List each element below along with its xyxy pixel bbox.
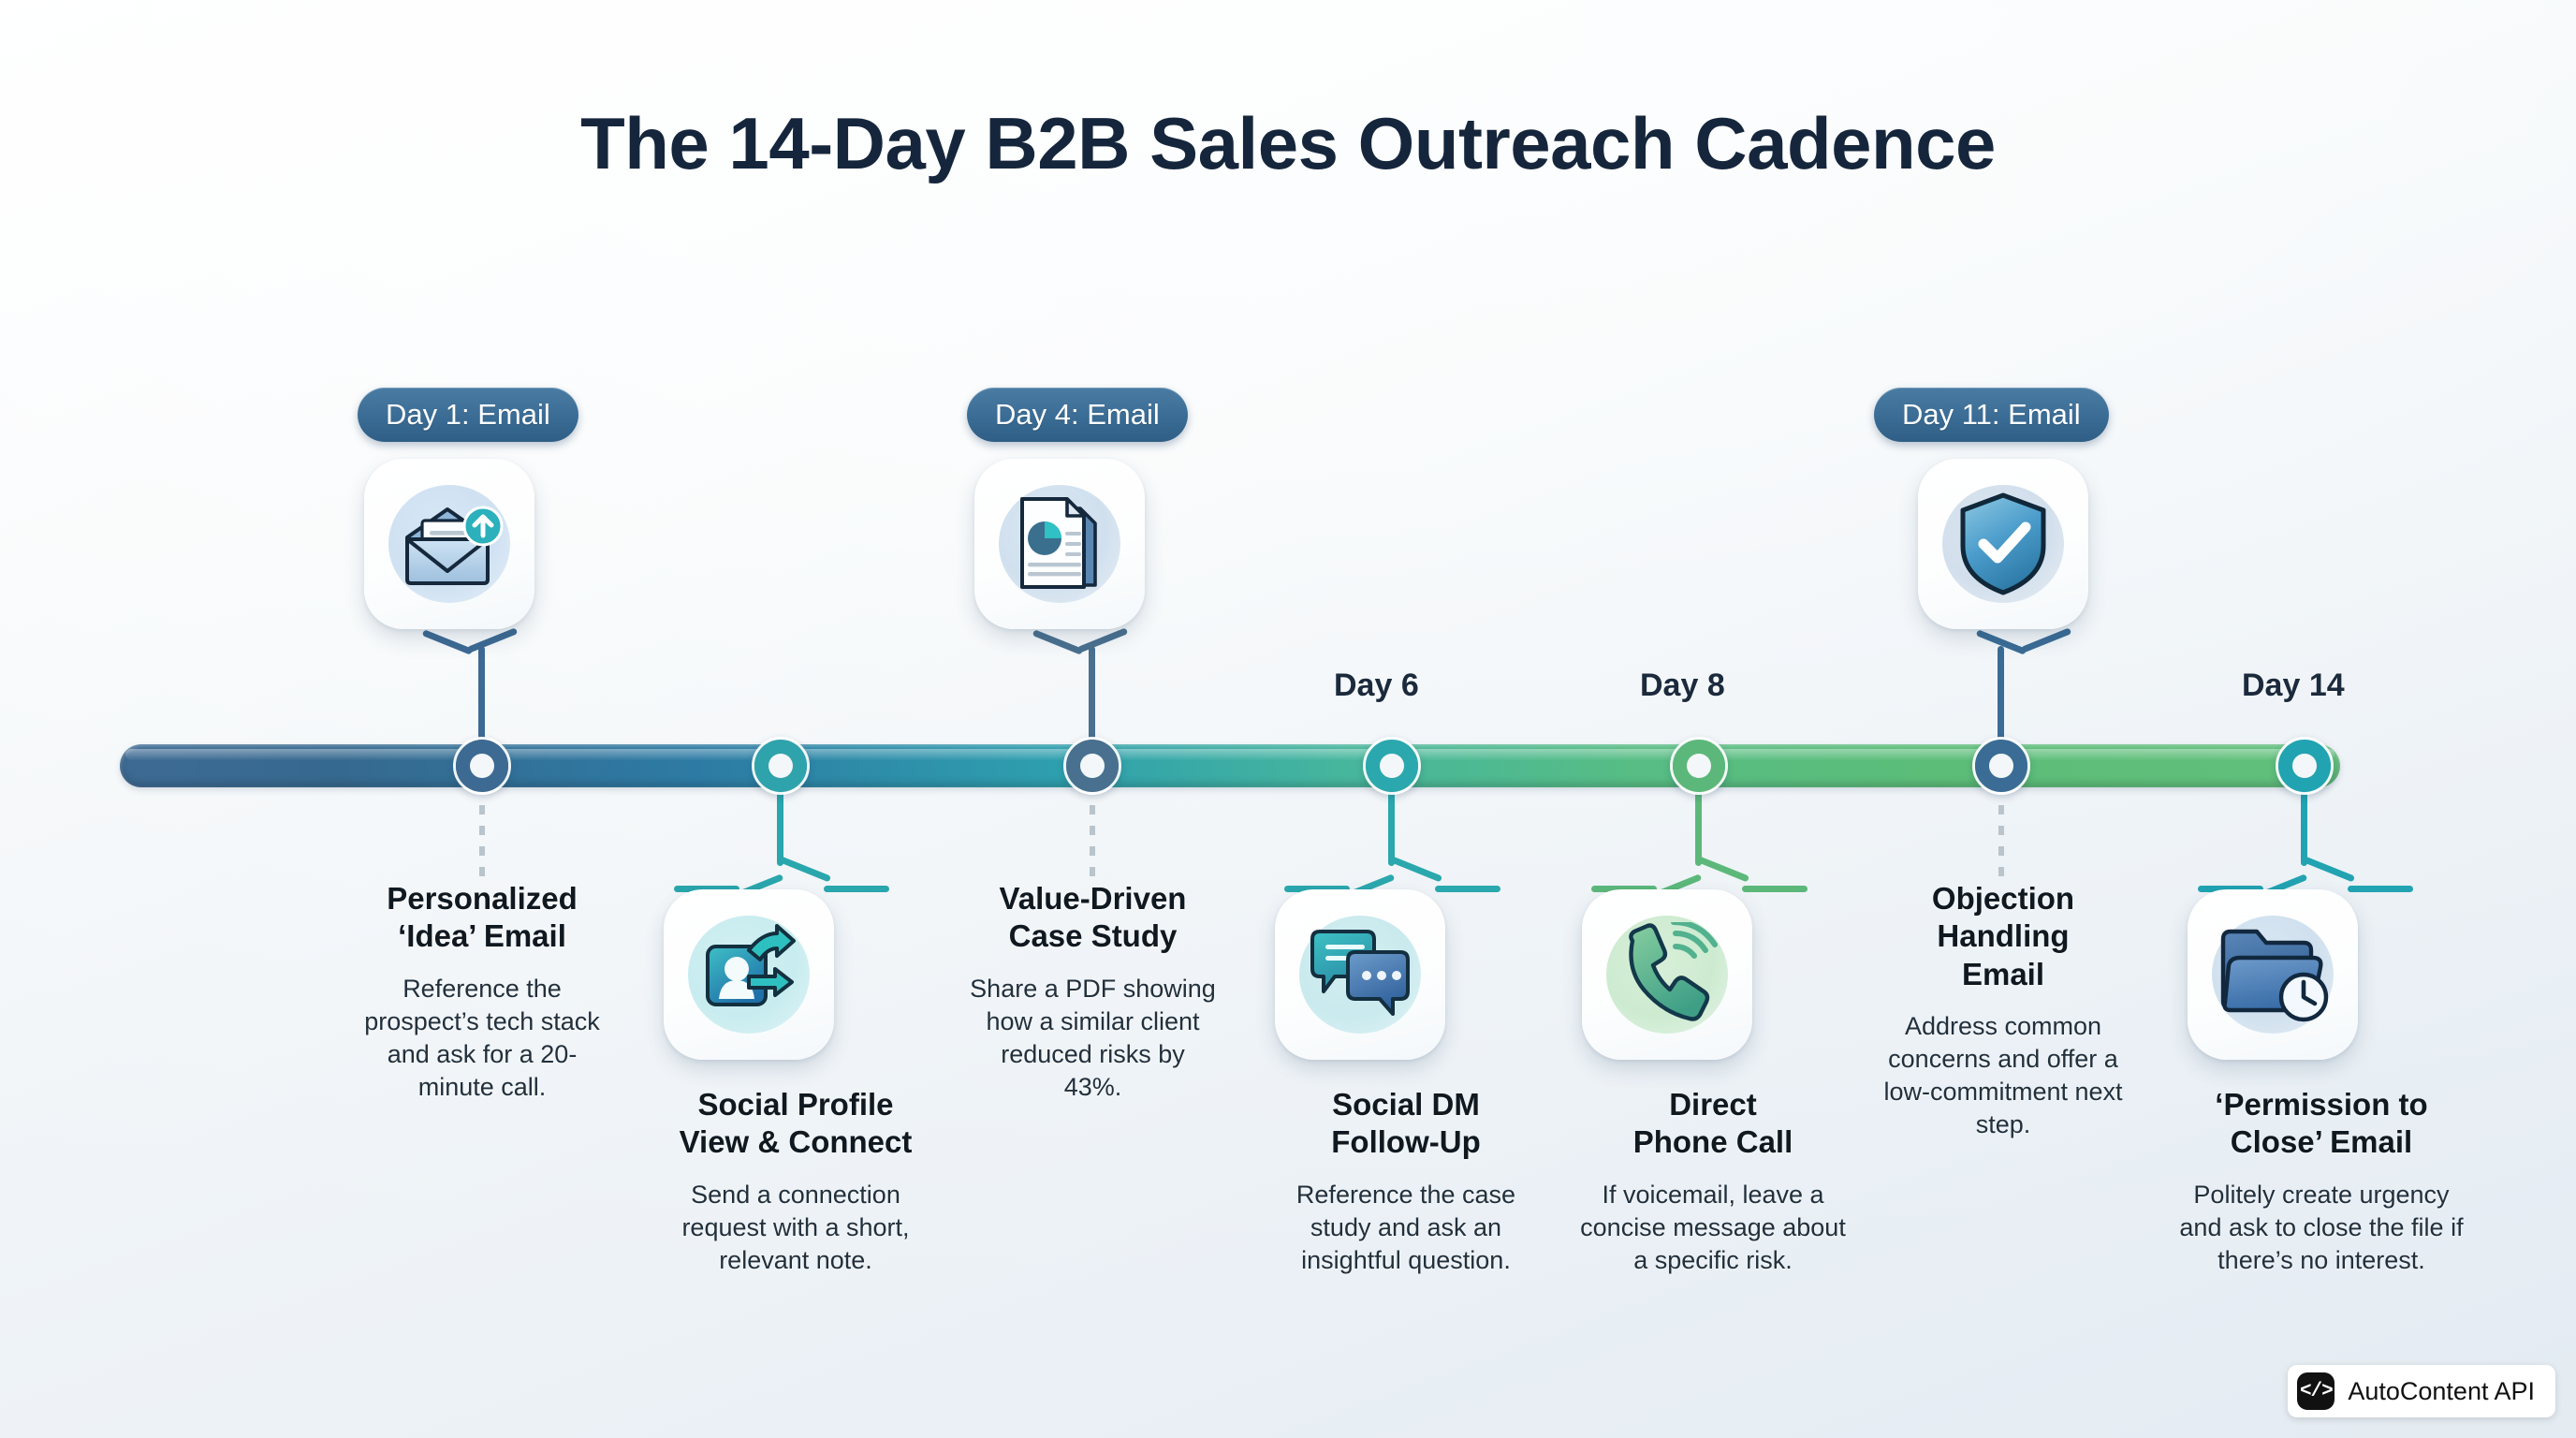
step-description-3: Share a PDF showing how a similar client… [970, 974, 1216, 1101]
connector-4d [1435, 886, 1500, 892]
connector-1b [466, 627, 519, 653]
day-badge-6[interactable]: Day 11: Email [1874, 388, 2109, 442]
connector-3a [1032, 629, 1084, 655]
dotted-connector-3 [1090, 805, 1095, 888]
connector-5b [1696, 856, 1750, 883]
connector-7b [2302, 856, 2356, 883]
day-label-7: Day 14 [2242, 668, 2345, 703]
day-badge-3[interactable]: Day 4: Email [967, 388, 1188, 442]
shield-check-icon [1960, 492, 2046, 595]
timeline-node-2[interactable] [752, 737, 810, 795]
icon-card-2[interactable] [664, 889, 834, 1060]
connector-3-stem [1089, 646, 1095, 741]
icon-card-4[interactable] [1275, 889, 1445, 1060]
connector-7d [2348, 886, 2413, 892]
phone-ring-icon [1629, 922, 1718, 1021]
timeline-node-4[interactable] [1363, 737, 1421, 795]
step-description-1: Reference the prospect’s tech stack and … [364, 974, 600, 1101]
watermark-label: AutoContent API [2348, 1376, 2535, 1405]
icon-card-3[interactable] [974, 459, 1145, 629]
day-label-5: Day 8 [1640, 668, 1725, 703]
connector-2-stem [777, 791, 783, 866]
timeline-node-5[interactable] [1670, 737, 1728, 795]
step-description-2: Send a connection request with a short, … [681, 1180, 910, 1274]
dotted-connector-1 [479, 805, 485, 888]
connector-5d [1742, 886, 1808, 892]
timeline-node-6[interactable] [1972, 737, 2030, 795]
connector-7c [2198, 886, 2263, 892]
step-heading-1: Personalized‘Idea’ Email [387, 881, 578, 954]
day-label-4: Day 6 [1334, 668, 1419, 703]
chat-bubbles-icon [1310, 930, 1410, 1016]
day-badge-1[interactable]: Day 1: Email [358, 388, 578, 442]
icon-card-6[interactable] [1918, 459, 2088, 629]
connector-4-stem [1388, 791, 1395, 866]
step-description-7: Politely create urgency and ask to close… [2179, 1180, 2464, 1274]
timeline-node-3[interactable] [1063, 737, 1121, 795]
connector-4c [1284, 886, 1350, 892]
connector-2d [824, 886, 889, 892]
connector-1a [421, 629, 474, 655]
timeline-node-1[interactable] [453, 737, 511, 795]
connector-6-stem [1998, 646, 2004, 741]
code-icon: </> [2297, 1372, 2335, 1410]
connector-2c [674, 886, 739, 892]
step-description-6: Address common concerns and offer a low-… [1883, 1011, 2123, 1139]
icon-card-1[interactable] [364, 459, 534, 629]
profile-connect-icon [706, 924, 796, 1006]
connector-3b [1076, 627, 1129, 653]
folder-clock-icon [2220, 929, 2329, 1022]
connector-4b [1389, 856, 1443, 883]
connector-6b [2020, 627, 2072, 653]
icon-card-7[interactable] [2188, 889, 2358, 1060]
connector-2b [778, 856, 832, 883]
connector-1-stem [478, 646, 485, 741]
timeline-node-7[interactable] [2276, 737, 2334, 795]
watermark-badge: </> AutoContent API [2288, 1365, 2555, 1417]
step-text-1: Personalized‘Idea’ Email Reference the p… [356, 880, 608, 1104]
step-description-4: Reference the case study and ask an insi… [1295, 1180, 1516, 1274]
page-title: The 14-Day B2B Sales Outreach Cadence [580, 102, 1996, 184]
dotted-connector-6 [1998, 805, 2004, 888]
open-envelope-upload-icon [405, 506, 504, 585]
connector-7-stem [2301, 791, 2307, 866]
step-description-5: If voicemail, leave a concise message ab… [1580, 1180, 1846, 1274]
connector-5-stem [1695, 791, 1702, 866]
connector-5c [1591, 886, 1657, 892]
document-piechart-icon [1020, 497, 1097, 589]
icon-card-5[interactable] [1582, 889, 1752, 1060]
